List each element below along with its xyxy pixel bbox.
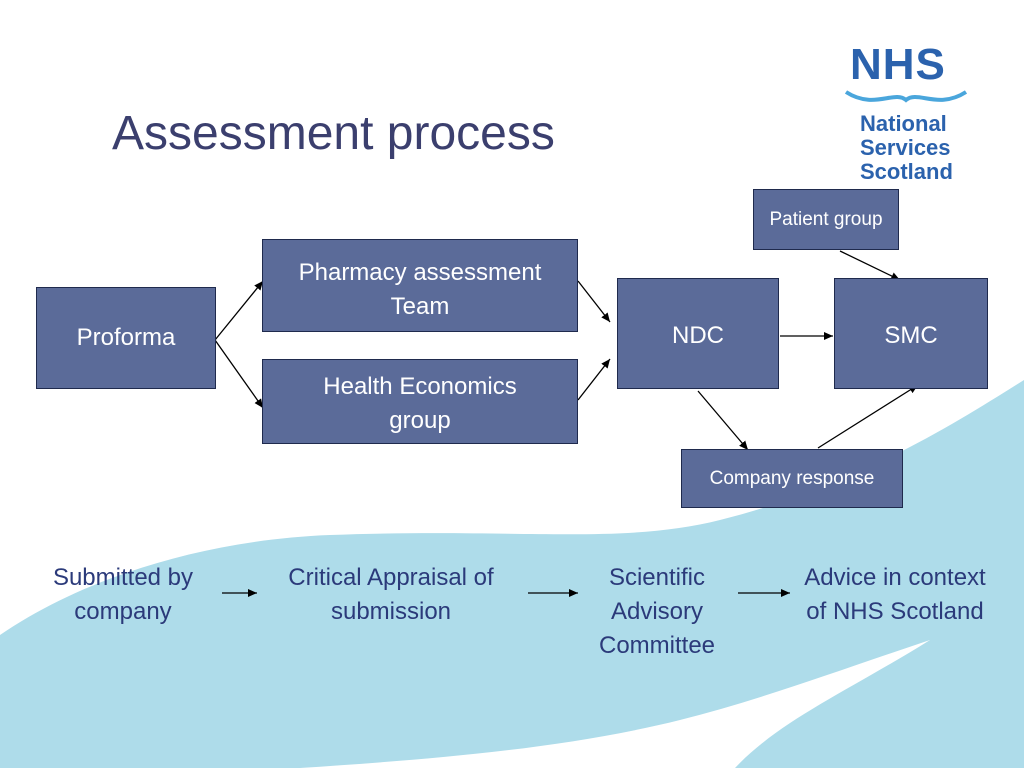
slide-title: Assessment process xyxy=(112,107,555,160)
box-patient-group: Patient group xyxy=(753,189,899,250)
arrow-proforma-to-pharmacy xyxy=(214,280,264,341)
box-smc-label: SMC xyxy=(884,322,938,349)
step-scientific-advisory-committee: Scientific Advisory Committee xyxy=(598,564,716,659)
step-critical-appraisal: Critical Appraisal of submission xyxy=(288,564,494,625)
box-ndc-label: NDC xyxy=(672,322,724,349)
box-proforma-label: Proforma xyxy=(76,324,176,351)
box-company-response: Company response xyxy=(681,449,903,508)
logo-nhs-text: NHS xyxy=(850,40,946,89)
box-company-response-label: Company response xyxy=(709,467,875,489)
box-smc: SMC xyxy=(834,278,988,389)
wave-shape xyxy=(0,380,1024,768)
box-health-econ-label: Health Economics group xyxy=(323,373,517,434)
logo-line-services: Services xyxy=(860,135,951,160)
box-ndc: NDC xyxy=(617,278,779,389)
logo-line-national: National xyxy=(860,111,947,136)
box-pharmacy-assessment: Pharmacy assessment Team xyxy=(262,239,578,332)
step-advice-nhs-scotland: Advice in context of NHS Scotland xyxy=(804,564,986,625)
step-submitted-by-company: Submitted by company xyxy=(52,564,194,625)
arrow-patient-to-smc xyxy=(839,250,901,281)
nhs-logo: NHS National Services Scotland xyxy=(838,40,978,190)
box-proforma: Proforma xyxy=(36,287,216,389)
logo-swoosh-icon xyxy=(844,90,968,103)
logo-line-scotland: Scotland xyxy=(860,159,953,184)
arrow-proforma-to-health-econ xyxy=(214,339,264,409)
arrow-pharmacy-to-ndc xyxy=(577,280,611,323)
arrow-health-econ-to-ndc xyxy=(577,358,611,401)
box-patient-group-label: Patient group xyxy=(769,208,883,230)
box-health-economics: Health Economics group xyxy=(262,359,578,444)
arrow-company-to-smc xyxy=(817,384,919,449)
box-pharmacy-label: Pharmacy assessment Team xyxy=(298,259,542,320)
arrow-ndc-to-company xyxy=(697,390,749,451)
